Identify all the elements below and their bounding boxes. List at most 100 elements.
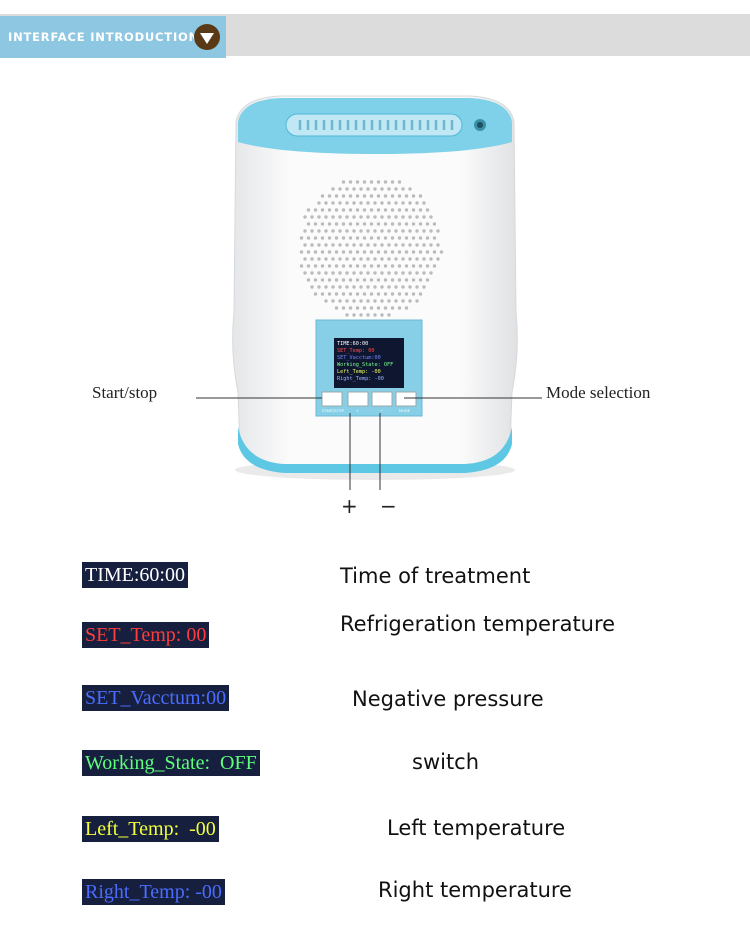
grille-hole	[366, 299, 370, 303]
grille-hole	[331, 201, 335, 205]
grille-hole	[359, 229, 363, 233]
grille-hole	[317, 201, 321, 205]
legend-label: Right temperature	[378, 878, 572, 902]
grille-hole	[383, 292, 388, 296]
grille-hole	[432, 236, 437, 240]
grille-hole	[355, 208, 360, 212]
grille-hole	[404, 264, 409, 268]
grille-hole	[373, 229, 377, 233]
grille-hole	[369, 264, 374, 268]
grille-hole	[390, 194, 395, 198]
grille-hole	[345, 201, 349, 205]
grille-hole	[338, 243, 342, 247]
grille-hole	[355, 222, 360, 226]
grille-hole	[425, 278, 430, 282]
grille-hole	[338, 271, 342, 275]
grille-hole	[408, 285, 412, 289]
grille-hole	[408, 271, 412, 275]
grille-hole	[373, 271, 377, 275]
grille-hole	[338, 229, 342, 233]
grille-hole	[317, 229, 321, 233]
grille-hole	[331, 271, 335, 275]
grille-hole	[317, 271, 321, 275]
grille-hole	[418, 292, 423, 296]
grille-hole	[341, 180, 346, 184]
grille-hole	[415, 257, 419, 261]
grille-hole	[369, 194, 374, 198]
grille-hole	[390, 292, 395, 296]
grille-hole	[422, 229, 426, 233]
grille-hole	[429, 243, 433, 247]
grille-hole	[313, 264, 318, 268]
grille-hole	[303, 243, 307, 247]
grille-hole	[324, 243, 328, 247]
grille-hole	[327, 236, 332, 240]
grille-hole	[383, 222, 388, 226]
grille-hole	[359, 285, 363, 289]
grille-hole	[390, 278, 395, 282]
grille-hole	[369, 236, 374, 240]
grille-hole	[387, 215, 391, 219]
grille-hole	[404, 306, 409, 310]
grille-hole	[348, 236, 353, 240]
grille-hole	[369, 208, 374, 212]
grille-hole	[415, 229, 419, 233]
grille-hole	[338, 215, 342, 219]
header-title: INTERFACE INTRODUCTION	[8, 30, 200, 44]
grille-hole	[334, 222, 339, 226]
grille-hole	[327, 264, 332, 268]
grille-hole	[334, 236, 339, 240]
grille-hole	[394, 187, 398, 191]
grille-hole	[397, 264, 402, 268]
grille-hole	[436, 257, 440, 261]
grille-hole	[352, 271, 356, 275]
grille-hole	[324, 285, 328, 289]
grille-hole	[341, 306, 346, 310]
legend-label: Left temperature	[387, 816, 566, 840]
grille-hole	[313, 222, 318, 226]
grille-hole	[425, 222, 430, 226]
grille-hole	[373, 201, 377, 205]
legend-code: SET_Temp: 00	[82, 622, 210, 648]
grille-hole	[334, 278, 339, 282]
grille-hole	[429, 215, 433, 219]
grille-hole	[366, 243, 370, 247]
grille-hole	[324, 257, 328, 261]
grille-hole	[404, 250, 409, 254]
legend-label: switch	[412, 750, 480, 774]
svg-text:SET_Temp: 00: SET_Temp: 00	[337, 348, 374, 354]
grille-hole	[387, 299, 391, 303]
legend-code: Right_Temp: -00	[82, 879, 225, 905]
grille-hole	[345, 313, 349, 317]
grille-hole	[345, 187, 349, 191]
grille-hole	[415, 285, 419, 289]
grille-hole	[345, 285, 349, 289]
grille-hole	[352, 201, 356, 205]
grille-hole	[334, 264, 339, 268]
grille-hole	[366, 285, 370, 289]
grille-hole	[331, 187, 335, 191]
grille-hole	[355, 264, 360, 268]
grille-hole	[306, 264, 311, 268]
grille-hole	[387, 201, 391, 205]
grille-hole	[432, 264, 437, 268]
svg-text:Right_Temp: -00: Right_Temp: -00	[337, 376, 384, 382]
grille-hole	[394, 257, 398, 261]
grille-hole	[404, 208, 409, 212]
grille-hole	[401, 271, 405, 275]
grille-hole	[425, 264, 430, 268]
grille-hole	[313, 208, 318, 212]
grille-hole	[348, 194, 353, 198]
grille-hole	[383, 208, 388, 212]
grille-hole	[408, 257, 412, 261]
grille-hole	[376, 180, 381, 184]
grille-hole	[355, 306, 360, 310]
grille-hole	[341, 194, 346, 198]
grille-hole	[362, 180, 367, 184]
grille-hole	[390, 306, 395, 310]
grille-hole	[338, 285, 342, 289]
grille-hole	[397, 180, 402, 184]
mode-selection-callout: Mode selection	[546, 383, 651, 402]
grille-hole	[362, 236, 367, 240]
grille-hole	[422, 243, 426, 247]
